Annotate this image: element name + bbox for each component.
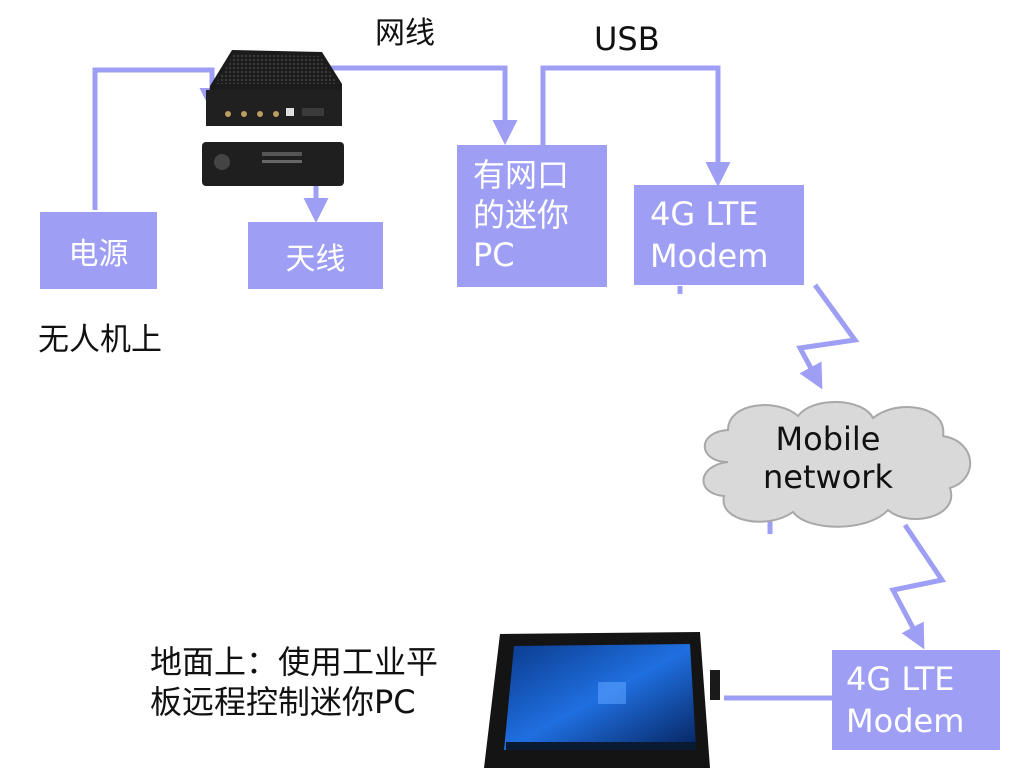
cloud-line-2: network bbox=[763, 458, 893, 496]
modem-top-line-2: Modem bbox=[650, 237, 769, 275]
ethernet-label: 网线 bbox=[375, 16, 435, 51]
mini-pc-line-1: 有网口 bbox=[473, 156, 570, 194]
rugged-tablet-icon bbox=[484, 632, 720, 768]
modem-bottom-line-1: 4G LTE bbox=[846, 660, 955, 698]
ground-label: 地面上：使用工业平 板远程控制迷你PC bbox=[150, 642, 438, 722]
on-drone-label: 无人机上 bbox=[38, 322, 162, 358]
radio-transceiver-device-icon bbox=[202, 50, 344, 186]
ground-line-2: 板远程控制迷你PC bbox=[150, 683, 416, 721]
modem-bottom-box: 4G LTE Modem bbox=[832, 650, 1000, 750]
antenna-box: 天线 bbox=[248, 222, 383, 289]
wireless-link-bottom bbox=[889, 523, 947, 650]
mini-pc-box: 有网口 的迷你 PC bbox=[457, 145, 607, 287]
cloud-line-1: Mobile bbox=[775, 420, 881, 458]
modem-bottom-line-2: Modem bbox=[846, 702, 965, 740]
wireless-link-top bbox=[796, 283, 860, 390]
mobile-network-cloud bbox=[702, 401, 972, 528]
modem-top-box: 4G LTE Modem bbox=[634, 185, 804, 285]
modem-top-line-1: 4G LTE bbox=[650, 195, 759, 233]
usb-label: USB bbox=[594, 20, 660, 58]
mini-pc-line-2: 的迷你 bbox=[473, 196, 570, 234]
power-box-label: 电源 bbox=[68, 236, 129, 272]
usb-cable-line bbox=[540, 65, 731, 187]
antenna-box-label: 天线 bbox=[285, 241, 346, 277]
power-box: 电源 bbox=[40, 212, 157, 289]
cloud-label: Mobile network bbox=[728, 420, 928, 496]
ground-line-1: 地面上：使用工业平 bbox=[150, 643, 439, 681]
mini-pc-line-3: PC bbox=[473, 236, 515, 274]
